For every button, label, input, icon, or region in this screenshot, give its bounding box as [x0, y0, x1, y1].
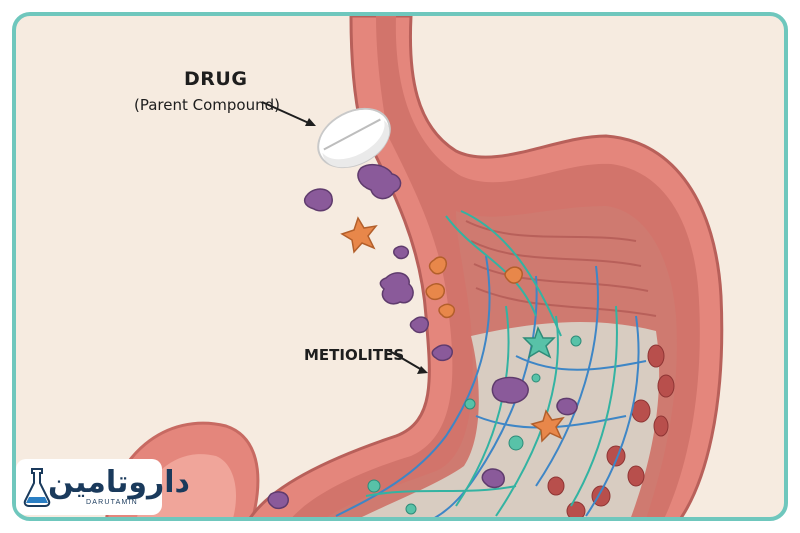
metabolites-arrow [387, 349, 428, 374]
nerves-teal [365, 210, 618, 517]
drug-arrow [261, 101, 316, 126]
metabolite-teal-star [522, 325, 556, 359]
drug-label: DRUG [184, 68, 248, 90]
flask-icon [23, 468, 51, 507]
stomach-lumen [361, 321, 660, 517]
pill-icon [317, 107, 391, 169]
parent-compound-label: (Parent Compound) [134, 96, 280, 114]
wall-cells [547, 344, 675, 517]
metabolites-orange [340, 216, 565, 443]
metabolites-label: METIOLITES [304, 346, 405, 364]
stomach-illustration [105, 16, 724, 517]
nerves-blue [335, 255, 647, 517]
illustration-frame: DRUG (Parent Compound) METIOLITES [12, 12, 788, 521]
metabolites-purple [267, 163, 578, 510]
logo-latin-text: DARUTAMIN [86, 499, 138, 506]
nutrient-beads [367, 335, 582, 515]
logo-persian-text: داروتامین [48, 465, 190, 500]
brand-logo[interactable]: داروتامین DARUTAMIN [16, 459, 190, 515]
